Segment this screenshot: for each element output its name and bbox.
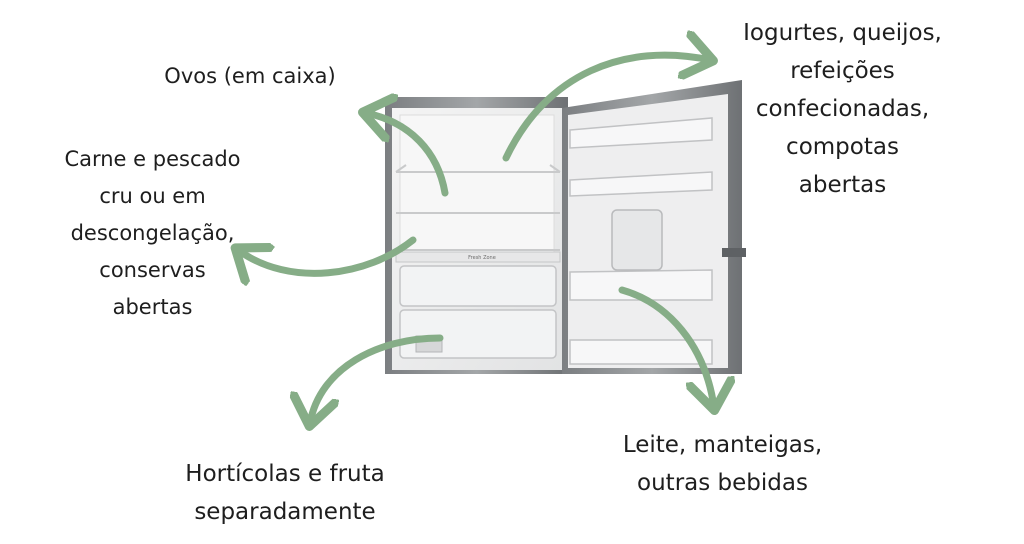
label-iogurtes: Iogurtes, queijos, refeições confecionad… <box>735 14 950 204</box>
arrow-to-iogurtes <box>502 55 710 162</box>
arrows <box>238 55 714 423</box>
crisper-drawers <box>399 265 557 359</box>
label-leite-line: outras bebidas <box>637 470 808 496</box>
label-carne-line: descongelação, <box>70 221 235 245</box>
label-horticolas-line: Hortícolas e fruta <box>185 461 385 487</box>
label-iogurtes-line: compotas <box>786 134 899 160</box>
label-iogurtes-line: abertas <box>798 172 887 198</box>
arrow-to-carne <box>238 236 417 273</box>
fridge-shelves <box>395 164 561 251</box>
label-carne-line: conservas <box>99 258 206 282</box>
label-carne-line: cru ou em <box>99 184 206 208</box>
arrow-to-leite <box>618 286 714 407</box>
label-horticolas-line: separadamente <box>194 499 376 525</box>
fridge-zone-label: Fresh Zone <box>468 255 496 261</box>
arrow-to-horticolas <box>310 334 444 423</box>
label-iogurtes-line: confecionadas, <box>755 96 930 122</box>
label-iogurtes-line: Iogurtes, queijos, <box>743 20 942 46</box>
label-carne-line: Carne e pescado <box>64 147 241 171</box>
label-iogurtes-line: refeições <box>790 58 895 84</box>
fridge-door <box>562 80 746 374</box>
label-leite-line: Leite, manteigas, <box>622 432 823 458</box>
fridge-cabinet: Fresh Zone <box>385 97 568 374</box>
label-carne-line: abertas <box>112 295 193 319</box>
label-leite: Leite, manteigas, outras bebidas <box>605 426 840 502</box>
label-ovos-line: Ovos (em caixa) <box>164 64 336 88</box>
label-ovos: Ovos (em caixa) <box>140 58 360 94</box>
label-carne-pescado: Carne e pescado cru ou em descongelação,… <box>40 141 265 326</box>
arrow-to-ovos <box>366 113 449 197</box>
label-horticolas: Hortícolas e fruta separadamente <box>160 455 410 531</box>
water-dispenser <box>611 209 663 271</box>
door-bins <box>569 117 713 365</box>
